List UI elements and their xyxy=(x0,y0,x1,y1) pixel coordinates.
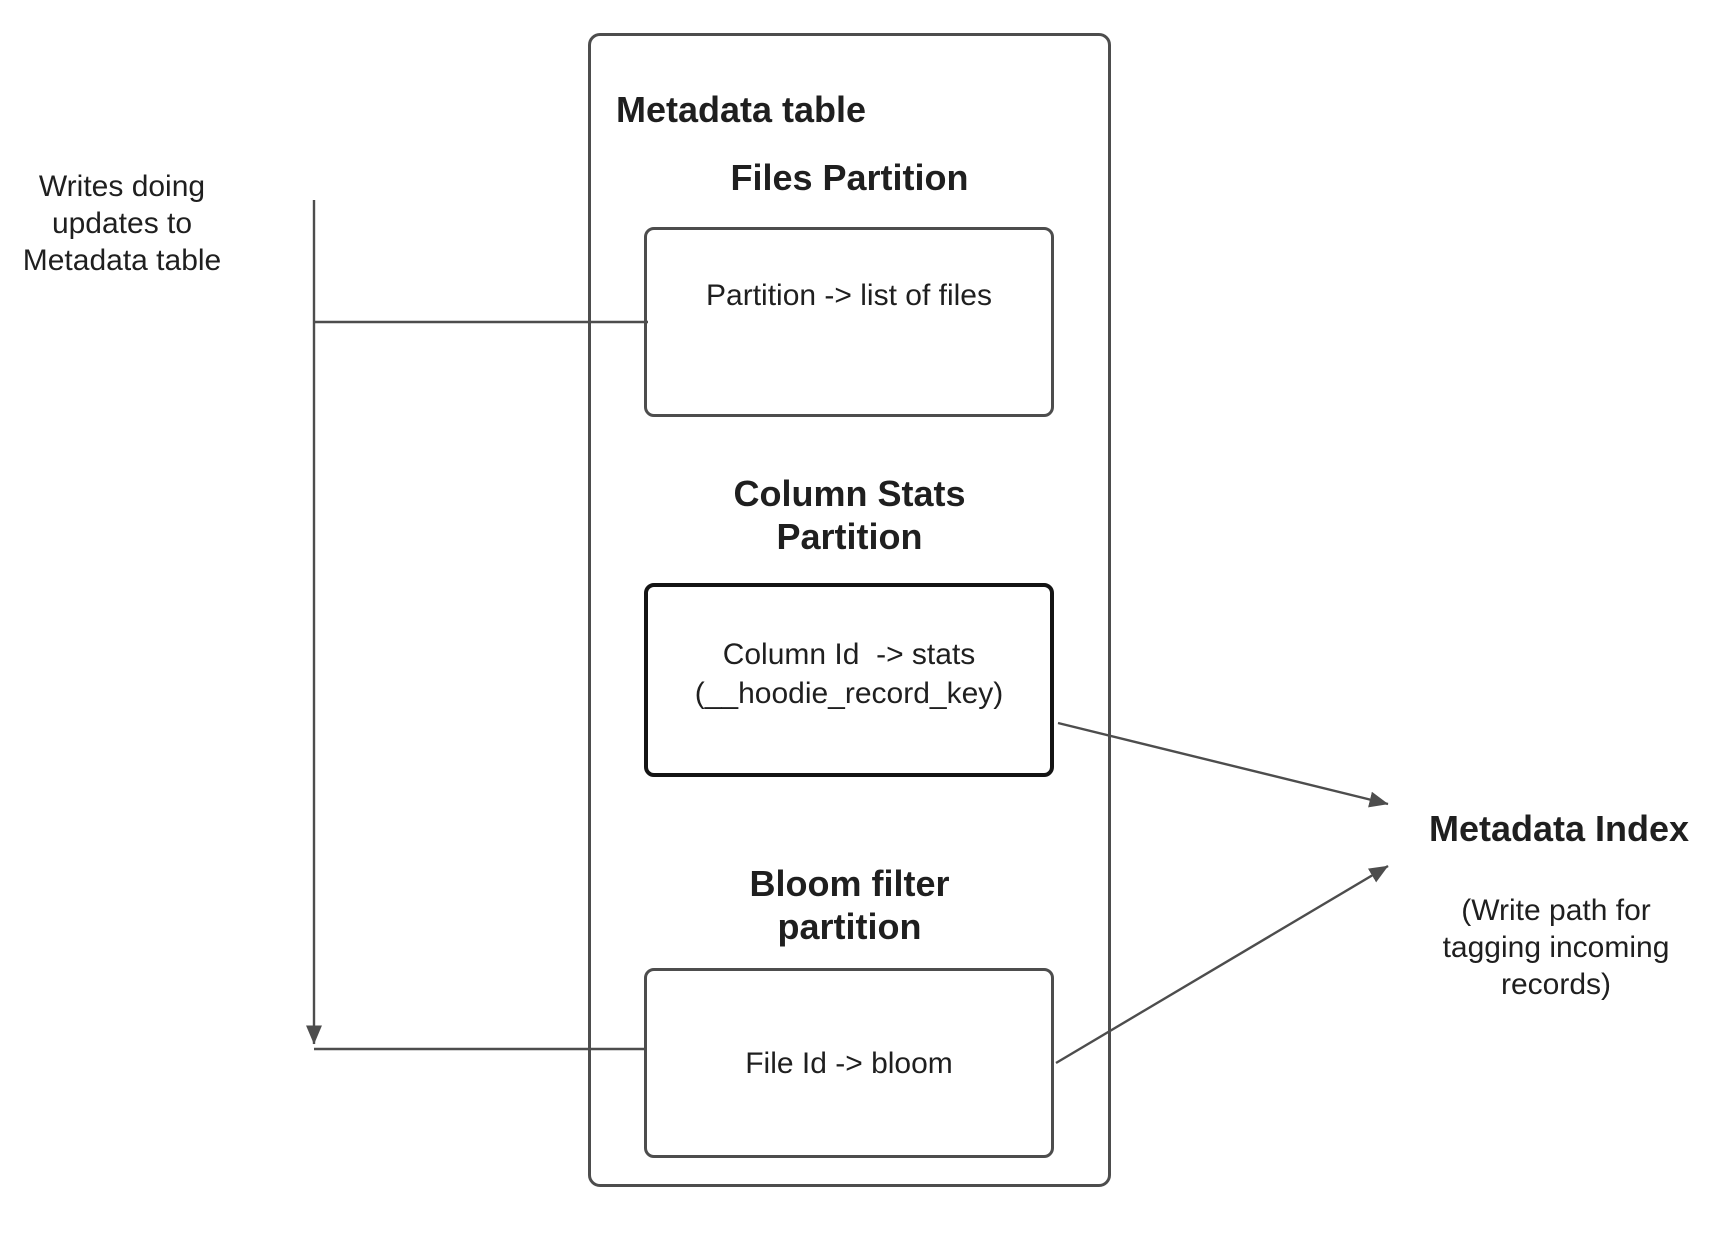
metadata-index-title: Metadata Index xyxy=(1428,808,1690,849)
bloom-filter-partition-heading: Bloom filter partition xyxy=(749,863,950,947)
bloom-filter-partition-box: File Id -> bloom xyxy=(644,968,1054,1158)
metadata-index-subtitle: (Write path for tagging incoming records… xyxy=(1442,894,1670,1001)
bloom-filter-box-text: File Id -> bloom xyxy=(745,1046,953,1080)
metadata-table-title: Metadata table xyxy=(616,89,867,130)
column-stats-partition-heading: Column Stats Partition xyxy=(733,473,966,557)
writes-updates-note: Writes doing updates to Metadata table xyxy=(22,170,222,277)
files-partition-heading: Files Partition xyxy=(730,157,969,198)
files-partition-box: Partition -> list of files xyxy=(644,227,1054,417)
column-stats-box-text: Column Id -> stats (__hoodie_record_key) xyxy=(694,638,1004,710)
column-stats-partition-box: Column Id -> stats (__hoodie_record_key) xyxy=(644,583,1054,777)
files-partition-box-text: Partition -> list of files xyxy=(706,279,992,312)
